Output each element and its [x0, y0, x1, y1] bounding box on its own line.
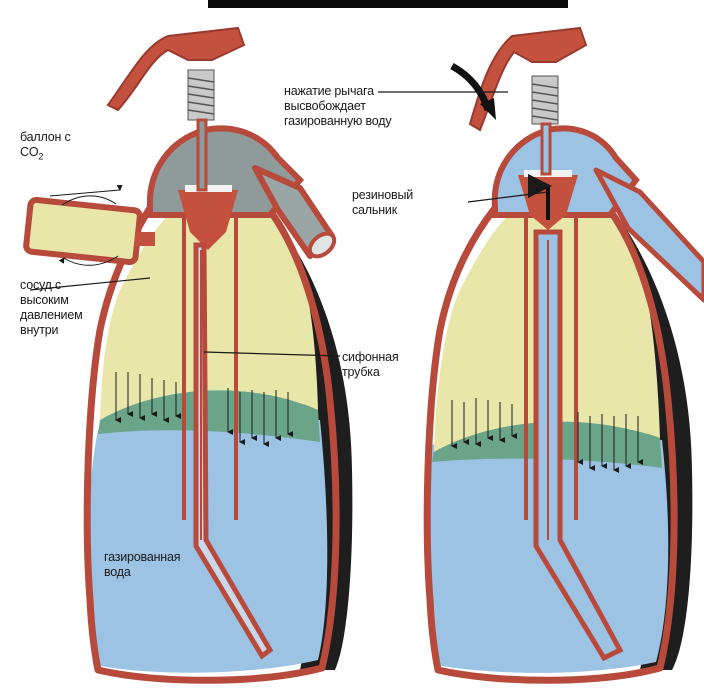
lever-label: нажатие рычага высвобождает газированную… [284, 84, 391, 129]
water-label-line2: вода [104, 565, 180, 580]
water-label-line1: газированная [104, 550, 180, 565]
lever-label-line1: нажатие рычага [284, 84, 391, 99]
lever-label-line3: газированную воду [284, 114, 391, 129]
left-lever [108, 28, 244, 110]
siphon-tube-label-line2: трубка [342, 365, 398, 380]
cylinder-label-co2: CO2 [20, 145, 71, 165]
vessel-label-line4: внутри [20, 323, 82, 338]
lever-label-line2: высвобождает [284, 99, 391, 114]
vessel-label-line3: давлением [20, 308, 82, 323]
vessel-label: сосуд с высоким давлением внутри [20, 278, 82, 338]
siphon-tube-label: сифонная трубка [342, 350, 398, 380]
water-label: газированная вода [104, 550, 180, 580]
co2-subscript: 2 [38, 152, 43, 162]
gasket-label-line2: сальник [352, 203, 413, 218]
co2-cylinder [26, 190, 155, 265]
siphon-tube-label-line1: сифонная [342, 350, 398, 365]
co2-text: CO [20, 145, 38, 159]
cylinder-label-line1: баллон с [20, 130, 71, 145]
cylinder-label: баллон с CO2 [20, 130, 71, 165]
vessel-label-line1: сосуд с [20, 278, 82, 293]
gasket-label-line1: резиновый [352, 188, 413, 203]
vessel-label-line2: высоким [20, 293, 82, 308]
right-lever [470, 28, 586, 130]
gasket-label: резиновый сальник [352, 188, 413, 218]
right-siphon [427, 28, 704, 680]
